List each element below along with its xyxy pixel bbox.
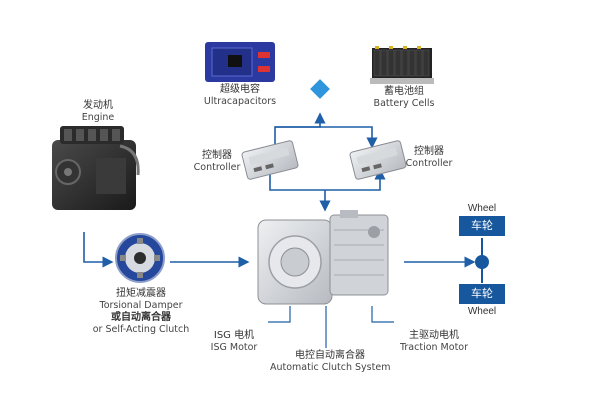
wheel-top-box: 车轮	[459, 216, 505, 236]
isg-motor-zh: ISG 电机	[213, 330, 255, 341]
damper-label: 扭矩减震器 Torsional Damper 或自动离合器 or Self-Ac…	[86, 288, 196, 336]
storage-loop-arrows	[269, 112, 386, 212]
traction-motor-zh: 主驱动电机	[409, 330, 459, 341]
energy-node-diamond	[310, 79, 330, 99]
isg-motor-en: ISG Motor	[210, 342, 258, 353]
ultracapacitors-en: Ultracapacitors	[203, 96, 277, 107]
controller-right-label: 控制器 Controller	[400, 146, 458, 170]
component-leader-lines	[268, 306, 394, 348]
ultracapacitor-icon	[205, 42, 275, 82]
right-controller-icon	[349, 140, 407, 180]
engine-to-damper-arrow	[83, 232, 114, 268]
clutch-system-en: Automatic Clutch System	[270, 362, 391, 373]
ultracapacitors-label: 超级电容 Ultracapacitors	[196, 84, 284, 108]
isg-motor-label: ISG 电机 ISG Motor	[204, 330, 264, 354]
wheel-bottom-label: Wheel	[467, 306, 497, 317]
engine-label: 发动机 Engine	[68, 100, 128, 124]
hybrid-transmission-icon	[257, 210, 389, 305]
battery-label: 蓄电池组 Battery Cells	[362, 86, 446, 110]
engine-icon	[52, 126, 140, 210]
battery-zh: 蓄电池组	[384, 86, 424, 97]
torsional-damper-icon	[115, 233, 165, 283]
clutch-system-label: 电控自动离合器 Automatic Clutch System	[270, 350, 390, 374]
traction-motor-en: Traction Motor	[399, 342, 469, 353]
left-controller-icon	[241, 140, 299, 180]
damper-zh2: 或自动离合器	[111, 312, 171, 323]
wheel-top-label: Wheel	[467, 203, 497, 214]
clutch-system-zh: 电控自动离合器	[295, 350, 365, 361]
engine-en: Engine	[81, 112, 115, 123]
battery-en: Battery Cells	[373, 98, 435, 109]
damper-en1: Torsional Damper	[99, 300, 183, 311]
controller-right-zh: 控制器	[414, 146, 444, 157]
controller-left-en: Controller	[193, 162, 241, 173]
controller-left-zh: 控制器	[202, 150, 232, 161]
damper-zh1: 扭矩减震器	[116, 288, 166, 299]
ultracapacitors-zh: 超级电容	[220, 84, 260, 95]
controller-left-label: 控制器 Controller	[188, 150, 246, 174]
battery-cells-icon	[370, 46, 434, 84]
wheel-bottom-box: 车轮	[459, 284, 505, 304]
traction-motor-label: 主驱动电机 Traction Motor	[396, 330, 472, 354]
axle-hub	[475, 255, 489, 269]
damper-en2: or Self-Acting Clutch	[92, 324, 190, 335]
controller-right-en: Controller	[405, 158, 453, 169]
engine-zh: 发动机	[83, 100, 113, 111]
